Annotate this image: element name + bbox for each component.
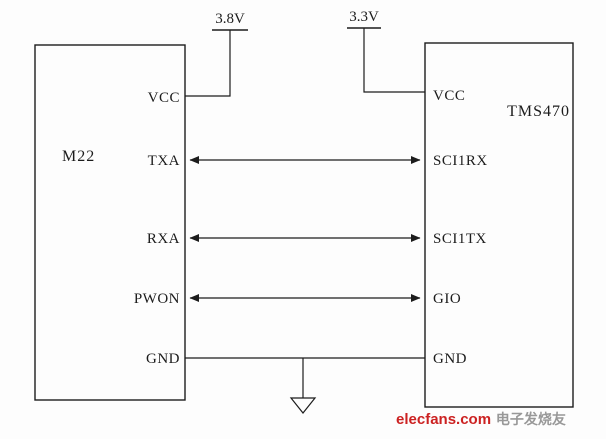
- right-power-wire: [363, 28, 425, 93]
- watermark: elecfans.com 电子发烧友: [396, 411, 566, 428]
- right-pin-sci1tx: SCI1TX: [433, 231, 487, 247]
- right-pin-gnd: GND: [433, 351, 467, 367]
- watermark-suffix: 电子发烧友: [491, 411, 566, 428]
- right-pin-sci1rx: SCI1RX: [433, 153, 488, 169]
- left-power-wire: [185, 30, 231, 97]
- right-pin-gio: GIO: [433, 291, 461, 307]
- right-chip-name: TMS470: [507, 103, 570, 120]
- left-pin-pwon: PWON: [134, 291, 180, 307]
- left-voltage-label: 3.8V: [215, 11, 245, 27]
- right-chip-body: [424, 42, 574, 408]
- left-pin-gnd: GND: [146, 351, 180, 367]
- left-pin-rxa: RXA: [147, 231, 180, 247]
- right-pin-vcc: VCC: [433, 88, 465, 104]
- left-pin-vcc: VCC: [148, 90, 180, 106]
- earth-ground-icon: [289, 397, 317, 414]
- left-chip-name: M22: [62, 148, 95, 165]
- left-chip-body: [34, 44, 186, 401]
- left-pin-txa: TXA: [148, 153, 180, 169]
- right-voltage-label: 3.3V: [349, 9, 379, 25]
- watermark-brand: elecfans.com: [396, 411, 491, 428]
